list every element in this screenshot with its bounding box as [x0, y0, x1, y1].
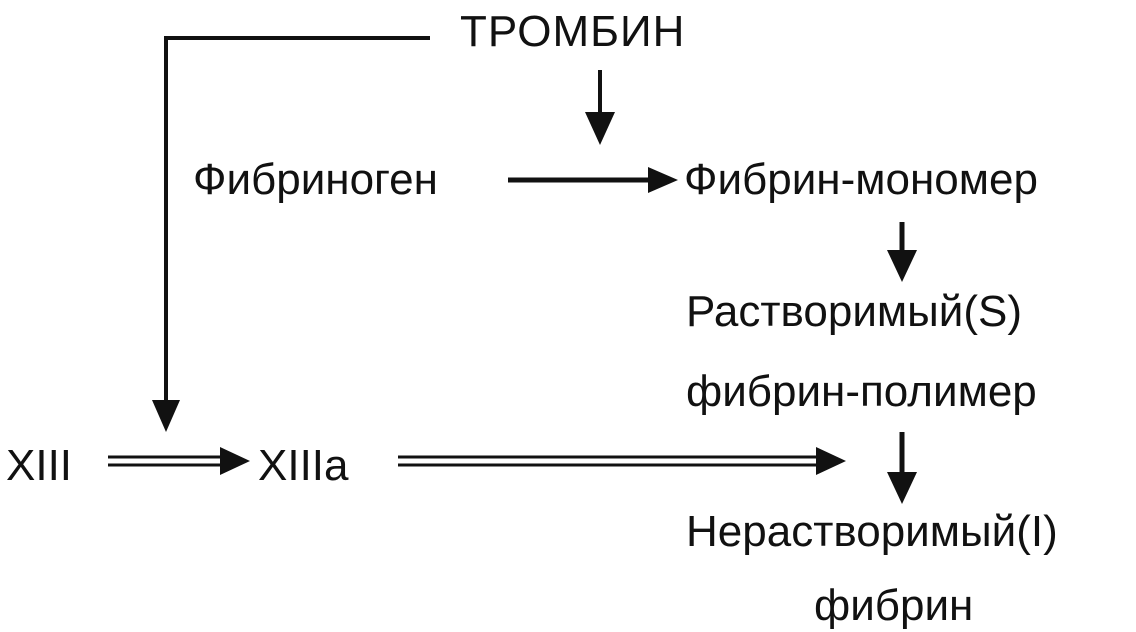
xiiia-to-insoluble-arrowhead: [816, 447, 846, 475]
insoluble-fibrin-label-line1: Нерастворимый(I): [686, 507, 1058, 556]
fibrinogen-label: Фибриноген: [193, 155, 438, 204]
insoluble-fibrin-label-line2: фибрин: [814, 581, 974, 630]
monomer-to-soluble-arrowhead: [887, 250, 917, 282]
soluble-polymer-label-line2: фибрин-полимер: [686, 367, 1037, 416]
fibrin-monomer-label: Фибрин-мономер: [684, 155, 1038, 204]
thrombin-label: ТРОМБИН: [460, 7, 686, 56]
xiii-to-xiiia-arrowhead: [220, 447, 250, 475]
thrombin-to-xiii-connector: [164, 36, 430, 400]
factor-xiii-label: XIII: [6, 441, 73, 490]
soluble-to-insoluble-arrowhead: [887, 472, 917, 504]
thrombin-down-arrowhead: [585, 112, 615, 145]
fibrinogen-to-monomer-arrowhead: [648, 167, 678, 193]
factor-xiiia-label: XIIIa: [258, 441, 349, 490]
thrombin-to-xiii-arrowhead: [152, 400, 180, 432]
soluble-polymer-label-line1: Растворимый(S): [686, 287, 1023, 336]
